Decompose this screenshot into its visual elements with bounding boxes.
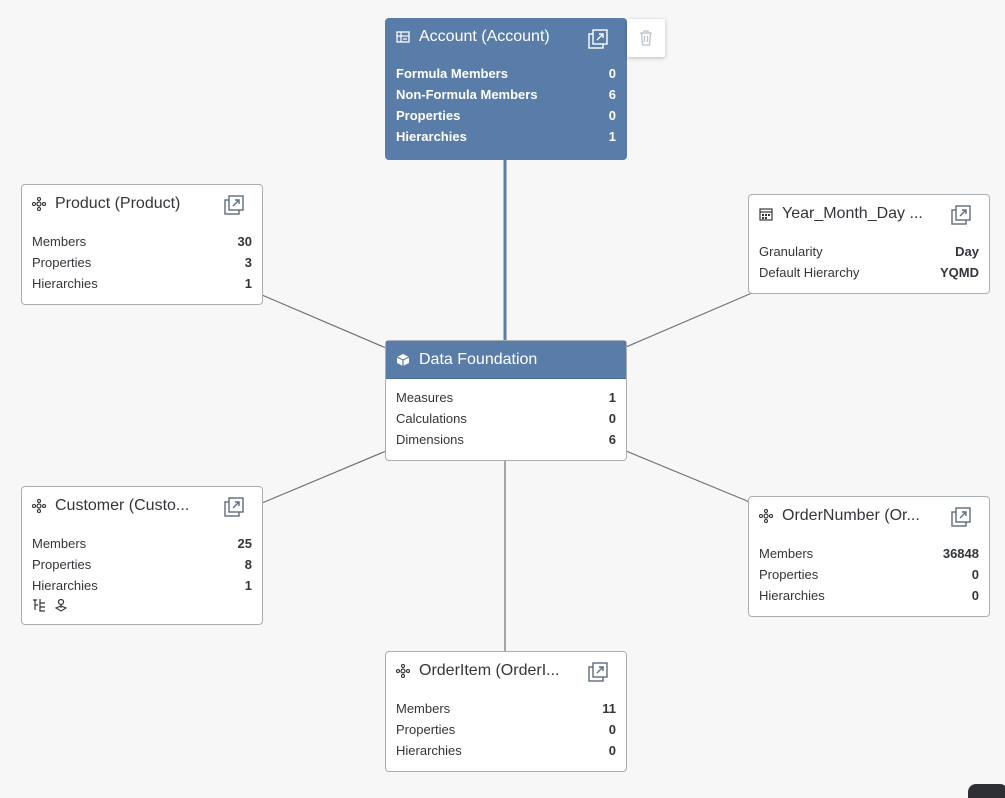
open-in-new-window-icon[interactable]	[951, 507, 971, 527]
calendar-icon	[759, 208, 773, 221]
account-node-header: Account (Account)	[386, 19, 626, 55]
data-foundation-node-title: Data Foundation	[419, 350, 538, 368]
account-node-title: Account (Account)	[419, 28, 550, 45]
open-in-new-window-icon[interactable]	[951, 205, 971, 225]
customer-node-header: Customer (Custo...	[22, 487, 262, 525]
dimension-icon	[32, 197, 46, 211]
open-in-new-window-icon[interactable]	[224, 497, 244, 517]
open-in-new-window-icon[interactable]	[224, 195, 244, 215]
hierarchy-indicator-icon	[33, 599, 45, 612]
dimension-icon	[32, 499, 46, 513]
orderitem-node-title: OrderItem (OrderI...	[419, 662, 560, 679]
data-foundation-node-header: Data Foundation	[386, 341, 626, 379]
ordernumber-node-title: OrderNumber (Or...	[782, 507, 920, 524]
product-node-title: Product (Product)	[55, 195, 181, 212]
delete-button[interactable]	[627, 19, 665, 57]
ordernumber-node-header: OrderNumber (Or...	[749, 497, 989, 535]
trash-icon	[640, 30, 652, 46]
panel-resize-handle[interactable]	[968, 784, 1005, 798]
open-in-new-window-icon[interactable]	[588, 662, 608, 682]
account-icon	[396, 31, 410, 43]
product-node-header: Product (Product)	[22, 185, 262, 223]
orderitem-node-header: OrderItem (OrderI...	[386, 652, 626, 690]
date-node-header: Year_Month_Day ...	[749, 195, 989, 233]
geo-indicator-icon	[54, 598, 68, 612]
link-customer	[261, 450, 387, 504]
cube-icon	[396, 353, 410, 366]
dimension-icon	[759, 509, 773, 523]
date-node-title: Year_Month_Day ...	[782, 205, 923, 222]
dimension-icon	[396, 664, 410, 678]
customer-node-title: Customer (Custo...	[55, 497, 190, 514]
open-in-new-window-icon[interactable]	[588, 29, 608, 49]
link-product	[261, 294, 387, 349]
link-ordernumber	[625, 450, 753, 504]
customer-indicator-icons	[22, 596, 262, 614]
link-date	[625, 292, 753, 348]
